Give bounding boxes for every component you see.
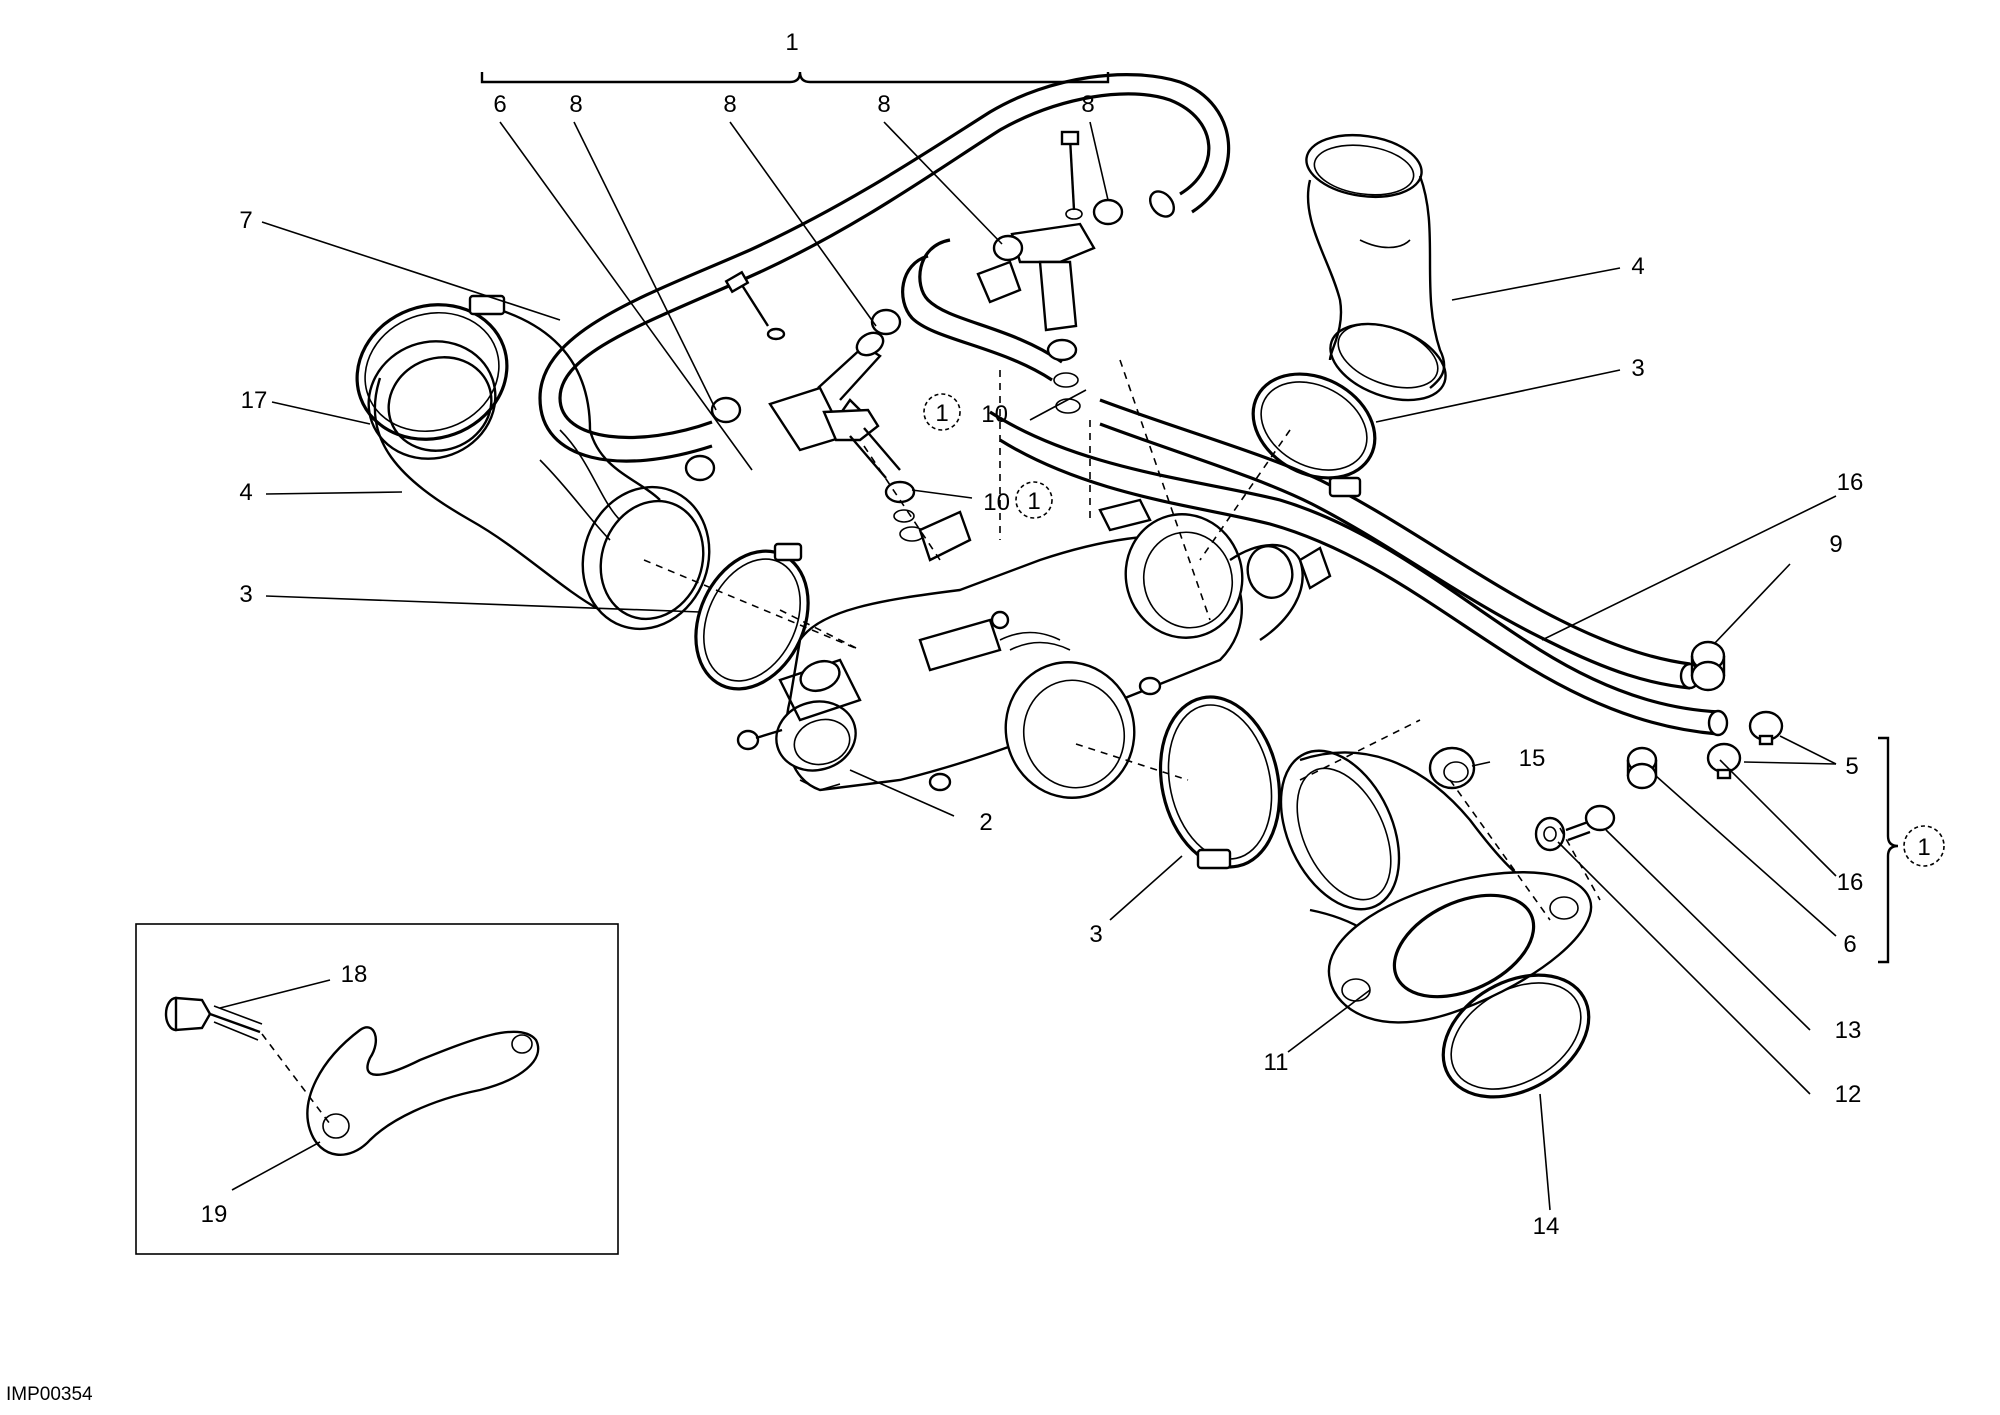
ref-badge-a-text: 1 — [935, 400, 948, 427]
clamp-3-bottom — [1158, 695, 1282, 870]
ref-badge-c: 1 — [1903, 825, 1945, 867]
clamp-17 — [355, 294, 509, 441]
callout-17: 17 — [241, 387, 268, 414]
callouts: 1 6 8 8 8 8 7 17 4 3 10 10 4 3 16 9 5 15… — [201, 29, 1864, 1240]
ref-badge-b-text: 1 — [1027, 488, 1040, 515]
callout-3-bottom: 3 — [1089, 921, 1102, 948]
intake-elbow-left — [367, 308, 711, 631]
callout-9: 9 — [1829, 531, 1842, 558]
callout-4-left: 4 — [239, 479, 252, 506]
callout-16-bottom: 16 — [1837, 869, 1864, 896]
callout-8-d: 8 — [1081, 91, 1094, 118]
bracket-19 — [306, 1026, 540, 1156]
group-1-bracket — [480, 71, 1110, 84]
callout-5: 5 — [1845, 753, 1858, 780]
callout-16-top: 16 — [1837, 469, 1864, 496]
callout-8-c: 8 — [877, 91, 890, 118]
hose-upper-loop — [901, 238, 1063, 382]
callout-19: 19 — [201, 1201, 228, 1228]
callout-1: 1 — [785, 29, 798, 56]
ref-badge-b: 1 — [1015, 481, 1053, 519]
assembly-dash-lines — [643, 359, 1601, 921]
group-1-right-bracket — [1878, 736, 1899, 964]
ref-badge-a: 1 — [923, 393, 961, 431]
callout-15: 15 — [1519, 745, 1546, 772]
clips-5 — [1706, 710, 1784, 780]
clamp-3-right — [1251, 372, 1377, 498]
fuel-rail-assembly — [684, 130, 1124, 542]
callout-6-top: 6 — [493, 91, 506, 118]
spacer-9 — [1690, 640, 1726, 692]
hose-7 — [538, 73, 1231, 463]
callout-4-right: 4 — [1631, 253, 1644, 280]
callout-13: 13 — [1835, 1017, 1862, 1044]
callout-2: 2 — [979, 809, 992, 836]
intake-manifold-11 — [1279, 749, 1593, 1024]
oring-14 — [1441, 973, 1591, 1099]
callout-11: 11 — [1264, 1049, 1289, 1076]
callout-8-a: 8 — [569, 91, 582, 118]
callout-14: 14 — [1533, 1213, 1560, 1240]
callout-8-b: 8 — [723, 91, 736, 118]
ref-badge-c-text: 1 — [1917, 834, 1930, 861]
spacer-15 — [1428, 746, 1476, 790]
drawing-code: IMP00354 — [6, 1384, 93, 1405]
intake-elbow-right — [1305, 134, 1447, 402]
stud-18 — [164, 996, 263, 1041]
throttle-body-2 — [775, 498, 1332, 799]
callout-6-right: 6 — [1843, 931, 1856, 958]
callout-18: 18 — [341, 961, 368, 988]
inset-box — [135, 923, 619, 1255]
callout-10-a: 10 — [981, 401, 1008, 428]
leader-lines — [219, 121, 1837, 1211]
washer-12 — [1534, 816, 1566, 852]
spacer-6-right — [1626, 746, 1658, 790]
callout-10-b: 10 — [983, 489, 1010, 516]
callout-7: 7 — [239, 207, 252, 234]
callout-3-right: 3 — [1631, 355, 1644, 382]
bolt-13 — [1565, 804, 1616, 842]
screw-left-throttle — [736, 728, 783, 751]
callout-12: 12 — [1835, 1081, 1862, 1108]
callout-3-left: 3 — [239, 581, 252, 608]
